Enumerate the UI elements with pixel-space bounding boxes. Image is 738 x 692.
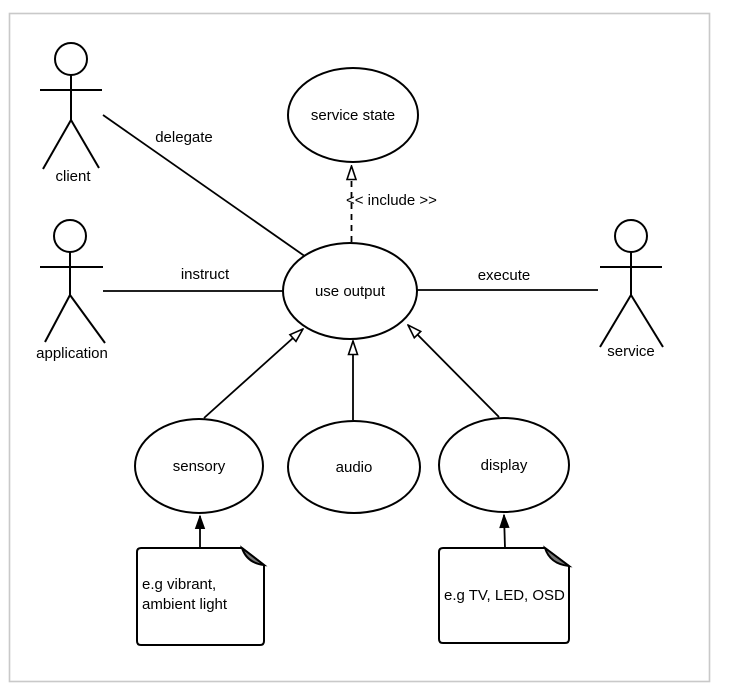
use-case-label-display: display bbox=[481, 457, 528, 474]
actor-service bbox=[599, 219, 664, 348]
use-case-use-output: use output bbox=[282, 242, 418, 340]
edge-label-delegate: delegate bbox=[155, 129, 213, 146]
note-sensory: e.g vibrant, ambient light bbox=[136, 545, 268, 646]
note-sensory-line2: ambient light bbox=[142, 596, 228, 613]
use-case-label-sensory: sensory bbox=[173, 458, 226, 475]
actor-label-service: service bbox=[607, 343, 655, 360]
use-case-sensory: sensory bbox=[134, 418, 264, 514]
actor-client bbox=[40, 42, 102, 170]
note-fold-icon bbox=[543, 545, 573, 568]
edge-label-execute: execute bbox=[478, 267, 531, 284]
use-case-audio: audio bbox=[287, 420, 421, 514]
edge-sensory-to-use-output bbox=[203, 329, 303, 419]
edge-delegate bbox=[102, 114, 307, 258]
edge-label-instruct: instruct bbox=[181, 266, 230, 283]
actor-application bbox=[40, 219, 106, 344]
use-case-service-state: service state bbox=[287, 67, 419, 163]
note-display: e.g TV, LED, OSD bbox=[438, 545, 573, 644]
use-case-display: display bbox=[438, 417, 570, 513]
use-case-label-service-state: service state bbox=[311, 107, 395, 124]
actor-label-application: application bbox=[36, 345, 108, 362]
actor-label-client: client bbox=[55, 168, 91, 185]
note-fold-icon bbox=[240, 545, 268, 567]
edge-display-to-use-output bbox=[408, 325, 500, 418]
use-case-label-audio: audio bbox=[336, 459, 373, 476]
note-sensory-line1: e.g vibrant, bbox=[142, 576, 216, 593]
edge-display-note-to-display bbox=[499, 513, 510, 549]
edge-label-include: << include >> bbox=[346, 192, 437, 209]
note-display-line1: e.g TV, LED, OSD bbox=[444, 587, 565, 604]
use-case-label-use-output: use output bbox=[315, 283, 386, 300]
